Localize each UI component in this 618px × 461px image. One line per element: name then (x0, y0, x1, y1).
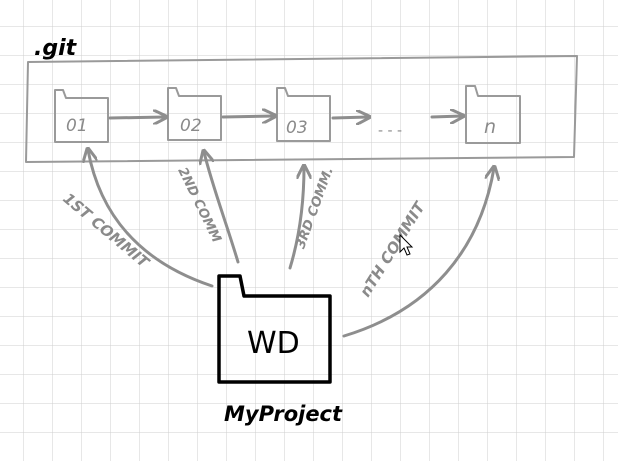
commit-arrow-02-03 (221, 116, 274, 117)
arrow-second-commit (204, 152, 240, 264)
commit-folder-03 (276, 87, 331, 142)
working-directory-folder (217, 274, 332, 384)
commit-folder-n (465, 85, 521, 144)
commit-label-01: 01 (66, 116, 88, 136)
commit-label-02: 02 (180, 116, 202, 136)
commits-ellipsis: - - - (378, 123, 402, 139)
commit-arrow-03-next (331, 117, 368, 118)
arrow-nth-commit (342, 168, 494, 338)
commit-label-n: n (484, 116, 496, 138)
commit-folder-02 (167, 87, 222, 141)
arrow-third-commit (288, 167, 304, 270)
mouse-cursor-icon (399, 233, 414, 256)
working-directory-label: WD (247, 326, 300, 361)
commit-folder-01 (54, 89, 109, 143)
project-label: MyProject (224, 402, 343, 426)
commit-arrow-to-n (430, 116, 462, 117)
commit-arrow-01-02 (108, 117, 165, 118)
git-repository-box (25, 55, 578, 163)
arrow-first-commit (88, 150, 214, 288)
commit-label-03: 03 (286, 118, 308, 138)
git-label: .git (34, 36, 78, 61)
